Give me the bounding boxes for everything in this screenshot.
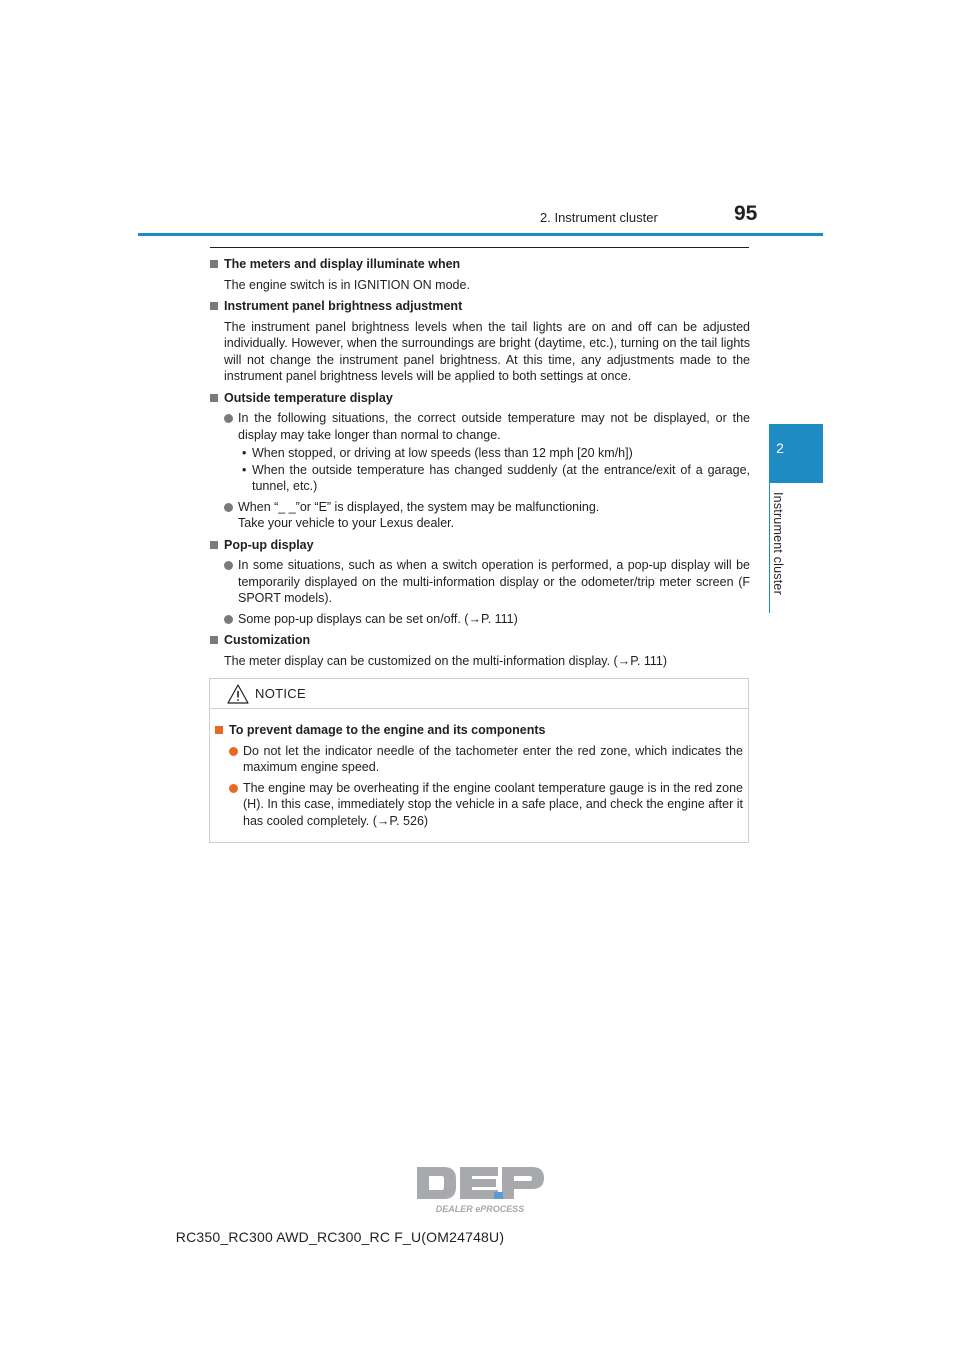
chapter-tab-line [769,483,770,613]
chapter-tab[interactable]: 2 [769,424,823,483]
round-bullet-icon [224,502,233,512]
sub-item: •When the outside temperature has change… [242,462,750,494]
dealer-eprocess-logo: DEALER ePROCESS [414,1163,546,1220]
section-body: The engine switch is in IGNITION ON mode… [224,277,470,292]
svg-text:DEALER ePROCESS: DEALER ePROCESS [436,1204,525,1214]
square-bullet-icon [210,540,218,549]
bullet-item: Some pop-up displays can be set on/off. … [210,611,750,628]
notice-body: To prevent damage to the engine and its … [215,722,743,829]
content-top-rule [210,247,749,248]
section-heading: The meters and display illuminate when [210,256,750,273]
notice-bullet: Do not let the indicator needle of the t… [215,743,743,776]
square-bullet-icon [215,726,223,734]
round-bullet-icon [229,783,238,793]
section-heading: Instrument panel brightness adjustment [210,298,750,315]
footer-model-code: RC350_RC300 AWD_RC300_RC F_U(OM24748U) [175,1229,505,1245]
round-bullet-icon [224,414,233,423]
chapter-number: 2 [776,440,784,456]
notice-label: NOTICE [255,686,306,701]
round-bullet-icon [229,746,238,756]
bullet-item: In the following situations, the correct… [210,410,750,443]
notice-title: To prevent damage to the engine and its … [215,722,743,739]
section-title: 2. Instrument cluster [540,210,658,225]
header-rule [138,233,823,236]
section-body: The meter display can be customized on t… [224,653,668,668]
bullet-item: When “_ _”or “E” is displayed, the syste… [210,499,750,532]
round-bullet-icon [224,614,233,624]
section-heading: Customization [210,632,750,649]
square-bullet-icon [210,302,218,310]
bullet-item: In some situations, such as when a switc… [210,557,750,607]
round-bullet-icon [224,561,233,570]
notice-header: NOTICE [210,679,748,709]
notice-box: NOTICE To prevent damage to the engine a… [209,678,749,843]
chapter-label: Instrument cluster [771,492,785,595]
section-body: The instrument panel brightness levels w… [224,319,750,384]
sub-item: •When stopped, or driving at low speeds … [242,446,633,460]
main-content: The meters and display illuminate when T… [210,256,750,669]
square-bullet-icon [210,260,218,268]
section-heading: Pop-up display [210,537,750,554]
notice-bullet: The engine may be overheating if the eng… [215,780,743,830]
square-bullet-icon [210,636,218,644]
square-bullet-icon [210,393,218,402]
page-number: 95 [734,202,758,225]
section-heading: Outside temperature display [210,390,750,407]
warning-triangle-icon [227,684,249,709]
